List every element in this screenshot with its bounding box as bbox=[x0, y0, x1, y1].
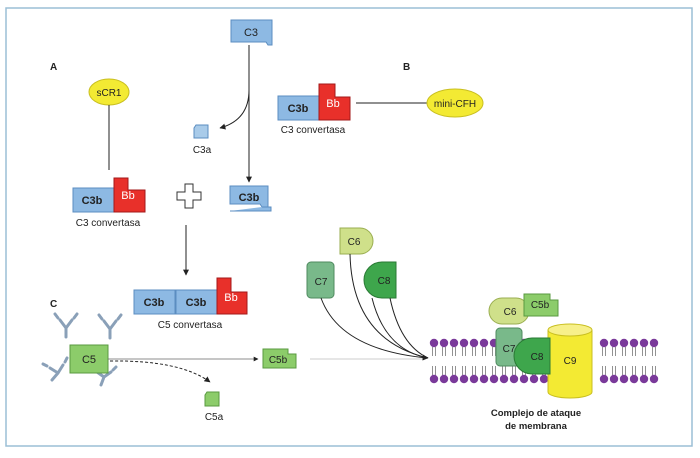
lipid-head bbox=[639, 374, 649, 384]
lipid-head bbox=[639, 338, 649, 348]
c6-label: C6 bbox=[348, 237, 361, 248]
c3b-label-c5-1: C3b bbox=[144, 297, 165, 309]
lipid-head bbox=[619, 374, 629, 384]
lipid-head bbox=[479, 374, 489, 384]
c3-convertase-b: C3b Bb bbox=[277, 83, 351, 121]
lipid-head bbox=[449, 338, 459, 348]
c5-label: C5 bbox=[82, 354, 96, 366]
c8-shape: C8 bbox=[363, 261, 397, 299]
c3b-cleaved: C3b bbox=[229, 185, 272, 212]
lipid-head bbox=[649, 338, 659, 348]
c3b-cleaved-label: C3b bbox=[239, 192, 260, 204]
lipid-head bbox=[489, 374, 499, 384]
c5-convertase: C3b C3b Bb bbox=[133, 277, 248, 315]
lipid-head bbox=[499, 374, 509, 384]
bb-label-c5: Bb bbox=[224, 292, 237, 304]
antibody-icon bbox=[41, 312, 123, 387]
lipid-head bbox=[599, 374, 609, 384]
lipid-head bbox=[609, 338, 619, 348]
mac-c8-label: C8 bbox=[531, 352, 544, 363]
c3-convertasa-label-a: C3 convertasa bbox=[76, 218, 141, 229]
lipid-head bbox=[439, 374, 449, 384]
lipid-head bbox=[449, 374, 459, 384]
c5-box: C5 bbox=[69, 344, 109, 374]
lipid-head bbox=[509, 374, 519, 384]
lipid-head bbox=[629, 338, 639, 348]
bb-label-a: Bb bbox=[121, 190, 134, 202]
c5a-label: C5a bbox=[205, 412, 224, 423]
c5b-box: C5b bbox=[262, 348, 297, 369]
mini-cfh-ellipse bbox=[426, 88, 484, 118]
c5a-shape bbox=[204, 391, 220, 407]
mac-c5b-label: C5b bbox=[531, 300, 550, 311]
lipid-head bbox=[539, 374, 549, 384]
c5-convertasa-label: C5 convertasa bbox=[158, 320, 223, 331]
c5b-label: C5b bbox=[269, 355, 288, 366]
c3-convertasa-label-b: C3 convertasa bbox=[281, 125, 346, 136]
lipid-head bbox=[469, 374, 479, 384]
mac-complex: C9 C7 C8 C6 C5b bbox=[488, 293, 593, 399]
lipid-head bbox=[479, 338, 489, 348]
mac-title-line1: Complejo de ataque bbox=[491, 408, 581, 419]
panel-label-b: B bbox=[403, 62, 410, 73]
lipid-head bbox=[619, 338, 629, 348]
lipid-head bbox=[459, 338, 469, 348]
lipid-head bbox=[649, 374, 659, 384]
bb-label-b: Bb bbox=[326, 98, 339, 110]
lipid-head bbox=[519, 374, 529, 384]
lipid-head bbox=[459, 374, 469, 384]
assembly-arrows bbox=[320, 253, 429, 361]
c7-shape: C7 bbox=[306, 261, 335, 299]
mac-c6-label: C6 bbox=[504, 307, 517, 318]
c3-convertase-a: C3b Bb bbox=[72, 177, 146, 213]
mini-cfh-label: mini-CFH bbox=[434, 99, 476, 110]
c3b-label-b: C3b bbox=[288, 103, 309, 115]
scr1-label: sCR1 bbox=[96, 88, 121, 99]
panel-label-c: C bbox=[50, 299, 57, 310]
lipid-head bbox=[609, 374, 619, 384]
c3a-shape bbox=[193, 124, 209, 139]
lipid-head bbox=[629, 374, 639, 384]
c6-shape: C6 bbox=[339, 227, 374, 255]
panel-label-a: A bbox=[50, 62, 57, 73]
lipid-head bbox=[469, 338, 479, 348]
plus-icon bbox=[176, 183, 202, 209]
c3-label: C3 bbox=[244, 27, 258, 39]
arrow-c5-to-c5a bbox=[109, 360, 211, 383]
lipid-head bbox=[429, 338, 439, 348]
c7-label: C7 bbox=[315, 277, 328, 288]
c3b-label-c5-2: C3b bbox=[186, 297, 207, 309]
c3a-label: C3a bbox=[193, 145, 212, 156]
c3b-label-a: C3b bbox=[82, 195, 103, 207]
mac-title-line2: de membrana bbox=[505, 421, 567, 432]
lipid-head bbox=[529, 374, 539, 384]
mac-c7-label: C7 bbox=[503, 344, 516, 355]
lipid-head bbox=[439, 338, 449, 348]
c9-label: C9 bbox=[564, 356, 577, 367]
lipid-head bbox=[599, 338, 609, 348]
lipid-head bbox=[429, 374, 439, 384]
c8-label: C8 bbox=[378, 276, 391, 287]
c3-box: C3 bbox=[230, 19, 273, 46]
